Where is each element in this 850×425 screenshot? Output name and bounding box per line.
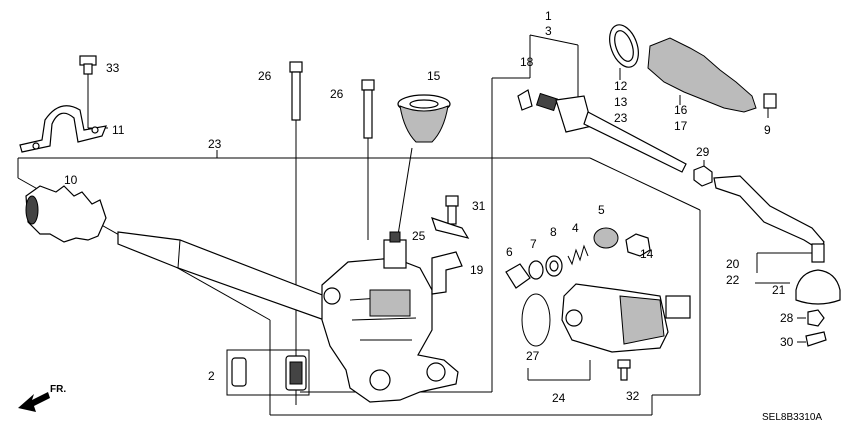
fr-label: FR.	[50, 384, 66, 395]
part-26-bolt-left	[289, 61, 303, 121]
callout-25: 25	[412, 229, 426, 243]
callout-17: 17	[674, 119, 688, 133]
callout-29: 29	[696, 145, 710, 159]
callout-18: 18	[520, 55, 534, 69]
callout-16: 16	[674, 103, 688, 117]
part-21-boot	[795, 269, 841, 305]
callout-20: 20	[726, 257, 740, 271]
callout-5: 5	[598, 203, 605, 217]
part-24-motor	[561, 283, 691, 353]
callout-labels: 1 3 18 12 13 23 16 17 9 33 11 26 26 15 2…	[64, 9, 794, 405]
part-32-bolt	[617, 359, 631, 381]
callout-8: 8	[550, 225, 557, 239]
callout-9: 9	[764, 123, 771, 137]
part-5-adjuster	[593, 227, 619, 249]
part-31-bolt	[445, 195, 459, 225]
callout-30: 30	[780, 335, 794, 349]
callout-28: 28	[780, 311, 794, 325]
callout-4: 4	[572, 221, 579, 235]
part-9-clip	[763, 93, 777, 109]
front-direction-arrow: FR.	[18, 384, 66, 412]
callout-2: 2	[208, 369, 215, 383]
gearbox-housing	[321, 231, 459, 403]
callout-32: 32	[626, 389, 640, 403]
part-14-locknut	[625, 233, 651, 257]
callout-7: 7	[530, 237, 537, 251]
callout-24: 24	[552, 391, 566, 405]
part-29-nut	[693, 165, 713, 187]
part-30-pin	[805, 331, 827, 347]
callout-13: 13	[614, 95, 628, 109]
callout-12: 12	[614, 79, 628, 93]
part-15-dust-boot	[397, 94, 451, 143]
callout-19: 19	[470, 263, 484, 277]
part-4-spring	[567, 244, 589, 266]
part-16-17-boot	[647, 37, 757, 113]
part-26-bolt-right	[361, 79, 375, 139]
callout-11: 11	[112, 123, 125, 137]
callout-21: 21	[772, 283, 786, 297]
callout-3: 3	[545, 24, 552, 38]
callout-33: 33	[106, 61, 120, 75]
callout-22: 22	[726, 273, 740, 287]
part-7-ring	[528, 260, 544, 280]
callout-10: 10	[64, 173, 78, 187]
part-8-washer	[545, 255, 563, 277]
callout-1: 1	[545, 9, 552, 23]
callout-6: 6	[506, 245, 513, 259]
callout-26-left: 26	[258, 69, 272, 83]
callout-27: 27	[526, 349, 540, 363]
callout-15: 15	[427, 69, 441, 83]
part-27-o-ring	[521, 293, 551, 347]
callout-23-main: 23	[208, 137, 222, 151]
callout-26-right: 26	[330, 87, 344, 101]
part-2-bushings	[231, 355, 307, 391]
callout-23-upper: 23	[614, 111, 628, 125]
callout-14: 14	[640, 247, 654, 261]
part-33-bolt	[79, 55, 97, 75]
diagram-code: SEL8B3310A	[762, 412, 822, 423]
part-19-bracket	[431, 251, 463, 295]
part-20-22-tie-rod-end	[713, 175, 825, 263]
rack-shaft	[117, 231, 331, 323]
part-12-clamp	[609, 24, 639, 68]
part-1-3-tie-rod	[535, 92, 687, 173]
part-25-plate	[431, 217, 470, 239]
part-11-clamp	[19, 105, 107, 153]
callout-31: 31	[472, 199, 486, 213]
part-28-nut	[807, 309, 825, 327]
part-10-boot	[25, 185, 107, 243]
part-6-sleeve	[505, 263, 531, 289]
part-18-washer	[517, 89, 533, 111]
